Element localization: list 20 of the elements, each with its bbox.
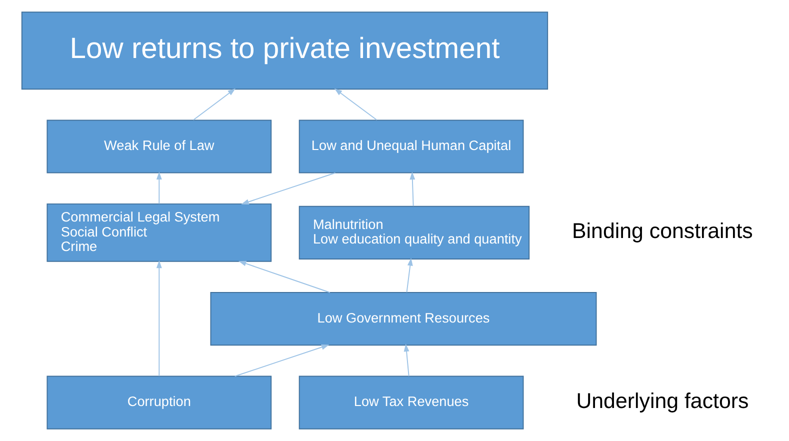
arrow (334, 88, 378, 120)
node-box: Malnutrition Low education quality and quantity (298, 206, 530, 260)
label: Underlying factors (576, 388, 749, 413)
node-box: Low returns to private investment (21, 12, 548, 90)
arrow (406, 258, 413, 293)
node-box: Low and Unequal Human Capital (298, 120, 524, 174)
arrow (241, 172, 336, 204)
arrow (156, 172, 162, 204)
label: Binding constraints (572, 219, 753, 244)
arrow (238, 260, 330, 293)
node-box: Low Tax Revenues (298, 376, 524, 430)
arrow (234, 344, 330, 377)
node-box: Corruption (46, 376, 272, 430)
node-box: Commercial Legal System Social Conflict Crime (46, 203, 272, 262)
node-box: Weak Rule of Law (46, 120, 272, 174)
arrow (410, 172, 416, 207)
arrow (192, 88, 236, 120)
node-box: Low Government Resources (210, 292, 597, 346)
arrow (404, 344, 410, 377)
arrow (156, 260, 162, 377)
